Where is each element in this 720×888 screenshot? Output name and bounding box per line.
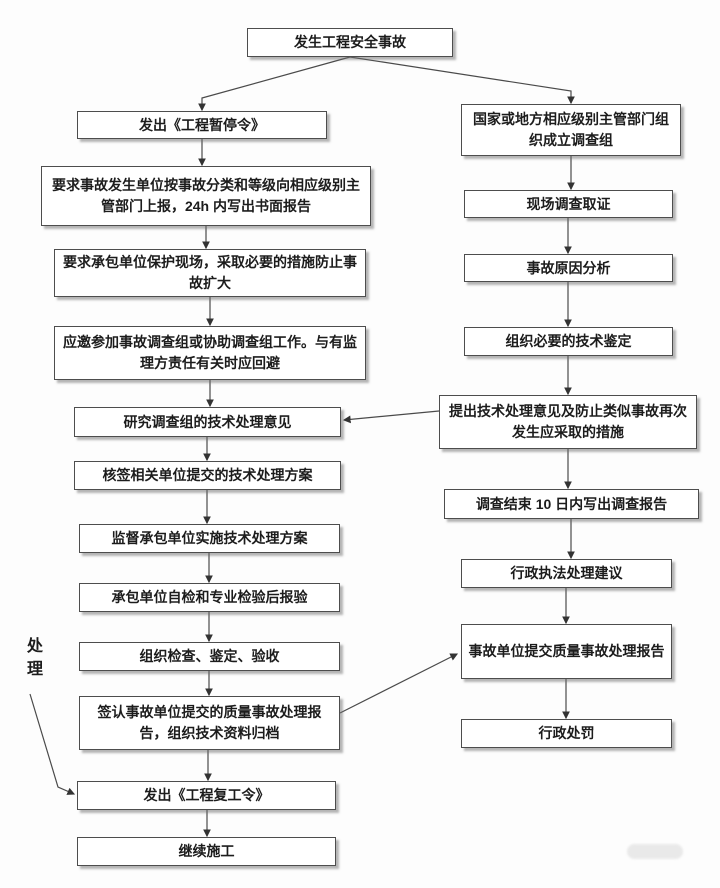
flow-node-law-enforcement-suggestion: 行政执法处理建议 [461, 559, 672, 588]
flow-node-report-to-authorities: 要求事故发生单位按事故分类和等级向相应级别主管部门上报，24h 内写出书面报告 [41, 166, 371, 226]
flow-node-technical-appraisal: 组织必要的技术鉴定 [464, 327, 673, 356]
flow-node-study-technical-opinions: 研究调查组的技术处理意见 [74, 407, 341, 437]
flow-node-organize-inspection-acceptance: 组织检查、鉴定、验收 [79, 642, 340, 671]
edge-opinions-to-study [342, 410, 440, 424]
flow-node-contractor-self-inspection: 承包单位自检和专业检验后报验 [79, 583, 340, 612]
flow-node-protect-site: 要求承包单位保护现场，采取必要的措施防止事故扩大 [54, 249, 366, 297]
edge-start-to-suspension-order [198, 56, 351, 112]
flow-node-issue-suspension-order: 发出《工程暂停令》 [77, 111, 327, 139]
edge-sign-to-submit-report [339, 653, 459, 714]
flow-node-administrative-penalty: 行政处罚 [461, 719, 672, 748]
flow-node-join-investigation-team: 应邀参加事故调查组或协助调查组工作。与有监理方责任有关时应回避 [54, 326, 366, 380]
flow-node-unit-submits-report: 事故单位提交质量事故处理报告 [461, 624, 672, 679]
flow-node-continue-construction: 继续施工 [77, 837, 336, 866]
flow-node-supervise-implementation: 监督承包单位实施技术处理方案 [79, 524, 340, 553]
flow-node-issue-resume-order: 发出《工程复工令》 [77, 781, 336, 810]
flow-node-sign-accident-report-archive: 签认事故单位提交的质量事故处理报告，组织技术资料归档 [79, 696, 340, 750]
flow-node-authority-forms-investigation-team: 国家或地方相应级别主管部门组织成立调查组 [461, 104, 681, 156]
flow-node-countersign-technical-plan: 核签相关单位提交的技术处理方案 [74, 461, 341, 490]
flow-node-propose-technical-opinions: 提出技术处理意见及防止类似事故再次发生应采取的措施 [439, 395, 697, 449]
flow-node-cause-analysis: 事故原因分析 [464, 254, 673, 282]
flow-node-site-investigation: 现场调查取证 [464, 190, 673, 218]
edge-handling-to-resume-order [29, 693, 76, 795]
edge-start-to-investigation-team [349, 56, 575, 105]
flow-node-accident-occurs: 发生工程安全事故 [247, 28, 453, 57]
watermark [627, 844, 683, 859]
side-label-handling: 处理 [24, 637, 41, 683]
flow-node-investigation-report-10-days: 调查结束 10 日内写出调查报告 [444, 489, 699, 519]
